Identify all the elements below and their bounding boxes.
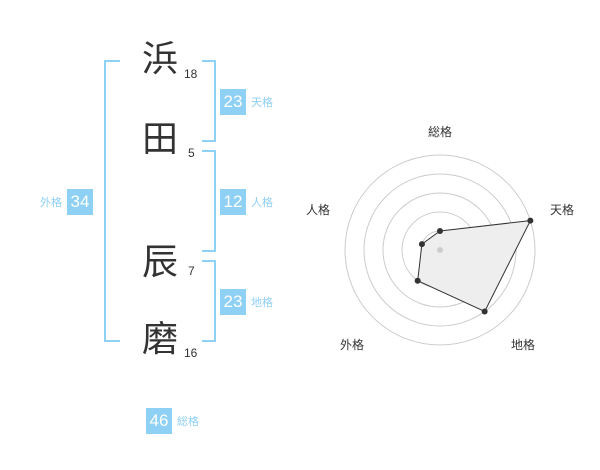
soukaku-value: 46 <box>146 408 172 434</box>
radar-label-gaikaku: 外格 <box>340 338 365 352</box>
radar-label-chikaku: 地格 <box>511 338 536 352</box>
radar-label-soukaku: 総格 <box>428 125 453 139</box>
radar-points <box>414 217 534 315</box>
gaikaku-label: 外格 <box>40 196 62 209</box>
chikaku-value: 23 <box>220 289 246 315</box>
chikaku-score: 23 地格 <box>220 289 278 315</box>
name-char-4: 磨 <box>142 319 179 360</box>
radar-label-tenkaku: 天格 <box>550 203 575 217</box>
radar-point <box>481 308 488 315</box>
tenkaku-value: 23 <box>220 89 246 115</box>
tenkaku-bracket <box>202 60 216 142</box>
jinkaku-score: 12 人格 <box>220 189 278 215</box>
chikaku-bracket <box>202 260 216 342</box>
tenkaku-score: 23 天格 <box>220 89 278 115</box>
radar-center-dot <box>437 247 443 253</box>
jinkaku-value: 12 <box>220 189 246 215</box>
radar-point <box>414 277 421 284</box>
stroke-count-3: 7 <box>188 264 195 278</box>
radar-point <box>527 217 534 224</box>
radar-data-area <box>417 219 532 313</box>
outer-bracket <box>104 60 120 342</box>
gaikaku-score: 外格 34 <box>35 189 93 215</box>
soukaku-score: 46 総格 <box>146 408 204 434</box>
tenkaku-label: 天格 <box>251 96 273 109</box>
name-char-1: 浜 <box>142 39 179 80</box>
chikaku-label: 地格 <box>251 296 273 309</box>
radar-point <box>437 228 443 234</box>
jinkaku-bracket <box>202 150 216 252</box>
name-char-2: 田 <box>142 119 179 160</box>
stroke-count-4: 16 <box>184 346 198 360</box>
radar-ring <box>344 154 536 346</box>
stroke-count-1: 18 <box>184 67 198 81</box>
name-char-3: 辰 <box>142 242 179 283</box>
stroke-count-2: 5 <box>188 146 195 160</box>
radar-label-jinkaku: 人格 <box>306 203 331 217</box>
soukaku-label: 総格 <box>177 415 199 428</box>
jinkaku-label: 人格 <box>251 196 273 209</box>
gaikaku-value: 34 <box>67 189 93 215</box>
radar-point <box>418 241 425 248</box>
